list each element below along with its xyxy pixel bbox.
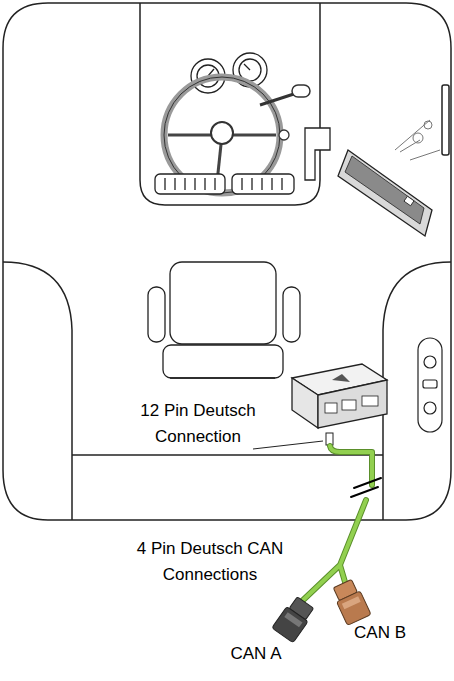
can-a-connector <box>272 595 316 643</box>
cab-outline <box>3 3 451 520</box>
can-b-connector <box>331 578 371 625</box>
leader-line <box>253 441 323 449</box>
connector-label: 12 Pin Deutsch Connection <box>133 398 263 450</box>
can-label: CAN B <box>335 620 425 646</box>
right-fender <box>383 262 451 520</box>
connector-label: 4 Pin Deutsch CAN Connections <box>135 536 285 588</box>
door-handle <box>442 85 449 155</box>
side-controls <box>418 338 442 432</box>
can-harness <box>300 446 381 603</box>
pedals <box>155 128 330 194</box>
dash-console <box>140 3 320 205</box>
can-label: CAN A <box>211 641 301 667</box>
controller-module <box>292 364 387 428</box>
operator-seat <box>148 262 300 378</box>
display-terminal <box>338 120 440 236</box>
left-fender <box>3 262 72 520</box>
